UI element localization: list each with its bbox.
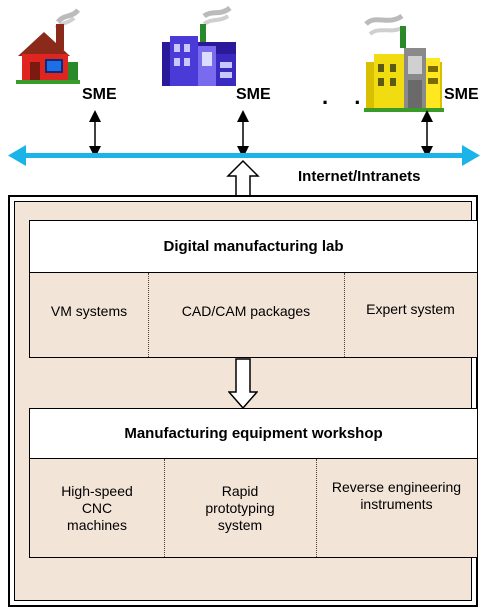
divider: [148, 273, 149, 357]
workshop-item: Reverse engineering instruments: [331, 479, 462, 512]
red-house-factory-icon: [12, 4, 84, 84]
sme-label: SME: [236, 86, 271, 103]
divider: [164, 459, 165, 557]
blue-factory-icon: [160, 6, 240, 90]
yellow-factory-icon: [362, 2, 444, 112]
digital-lab-box: Digital manufacturing lab VM systems CAD…: [29, 220, 478, 358]
divider: [344, 273, 345, 357]
workshop-box: Manufacturing equipment workshop High-sp…: [29, 408, 478, 558]
workshop-title: Manufacturing equipment workshop: [30, 409, 477, 459]
lab-to-workshop-arrow: [228, 358, 258, 410]
workshop-item: Rapid prototyping system: [205, 483, 275, 533]
divider: [316, 459, 317, 557]
digital-lab-items: VM systems CAD/CAM packages Expert syste…: [30, 273, 477, 357]
network-bar: [8, 145, 480, 166]
lab-item: VM systems: [50, 303, 128, 319]
sme-label: SME: [444, 86, 479, 103]
lab-item: CAD/CAM packages: [181, 303, 311, 319]
workshop-item: High-speed CNC machines: [61, 483, 133, 533]
digital-lab-title: Digital manufacturing lab: [30, 221, 477, 273]
lab-item: Expert system: [366, 301, 455, 317]
network-label: Internet/Intranets: [298, 168, 421, 185]
workshop-items: High-speed CNC machines Rapid prototypin…: [30, 459, 477, 557]
sme-label: SME: [82, 86, 117, 103]
